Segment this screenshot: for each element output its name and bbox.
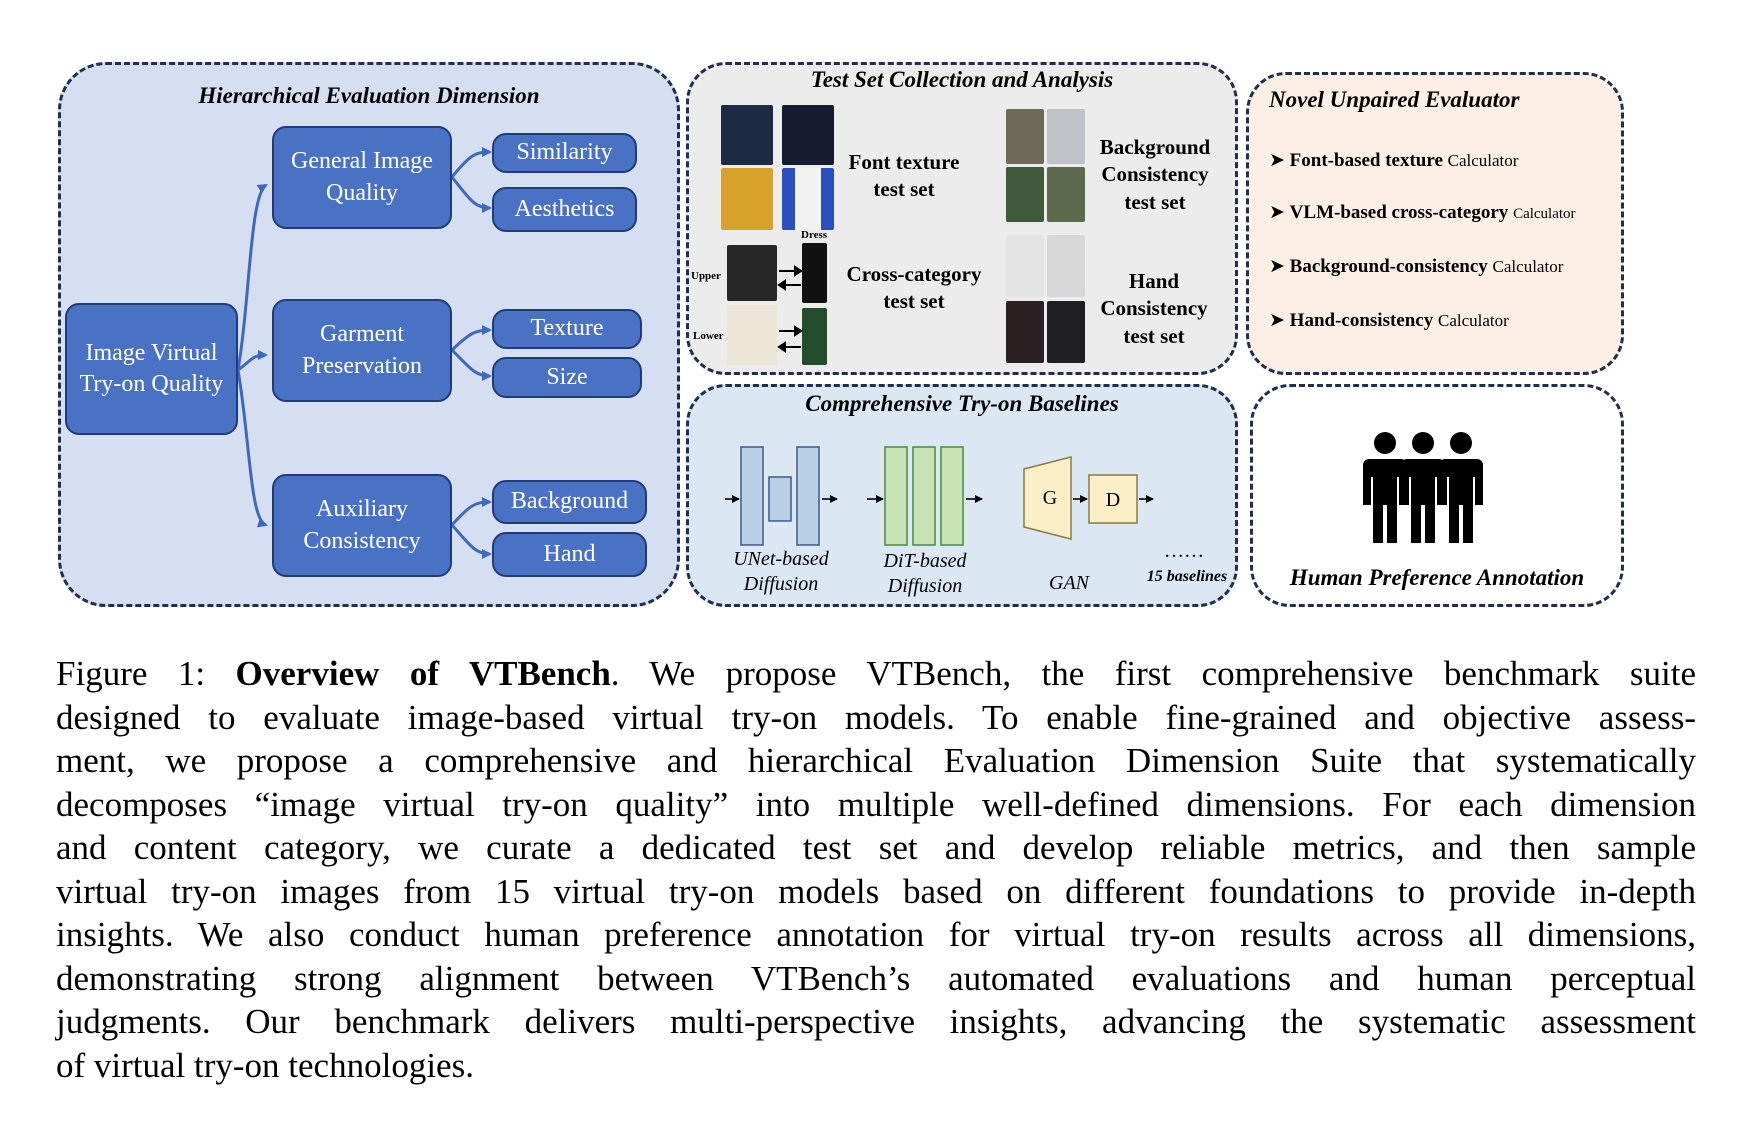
connector-general-aesthetics [450,176,492,213]
leaf-aesthetics: Aesthetics [492,187,637,232]
model-photo [1047,167,1085,222]
caption-line: and content category, we curate a dedica… [56,828,1696,867]
leaf-hand: Hand [492,532,647,577]
panel-title: Human Preference Annotation [1289,565,1585,590]
hand-photo [1047,235,1085,297]
evaluator-item: ➤ VLM-based cross-category Calculator [1269,202,1576,223]
leaf-texture: Texture [492,309,642,349]
tshirt-photo [782,105,834,165]
dress-label: Dress [801,229,828,241]
dit-label: DiT-based Diffusion [883,550,967,597]
unet-block [740,446,820,546]
dit-block [884,446,964,546]
panel-title: Hierarchical Evaluation Dimension [198,83,540,108]
sweater-photo [782,168,834,230]
figure-caption: Figure 1: Overview of VTBench. We propos… [56,652,1696,1087]
dress-photo [802,243,827,303]
figure-overview: Hierarchical Evaluation Dimension Image … [58,62,1624,607]
hand-photo [1006,301,1044,363]
sweater-photo [721,168,773,230]
root-box: Image Virtual Try-on Quality [65,303,238,435]
caption-line: insights. We also conduct human preferen… [56,915,1696,954]
group-garment-preservation: Garment Preservation [272,299,452,402]
model-photo [1047,109,1085,164]
dots-label: …… [1164,540,1204,562]
evaluator-item: ➤ Background-consistency Calculator [1269,256,1564,277]
root-label: Image Virtual Try-on Quality [79,339,224,397]
gan-label: GAN [1049,572,1089,594]
evaluator-item: ➤ Hand-consistency Calculator [1269,310,1509,331]
people-group-icon [1363,432,1483,543]
panel-title: Test Set Collection and Analysis [810,67,1114,92]
panel-baselines: Comprehensive Try-on Baselines [686,384,1238,607]
caption-line: virtual try-on images from 15 virtual tr… [56,871,1696,911]
upper-garment-photo [727,245,777,301]
caption-line: judgments. Our benchmark delivers multi-… [56,1002,1696,1041]
tshirt-photo [721,105,773,165]
model-photo [1006,109,1044,164]
caption-line: of virtual try-on technologies. [56,1045,474,1085]
leaf-background: Background [492,480,647,524]
overall-photo [802,308,827,365]
connector-root-auxiliary [236,369,268,528]
gan-d-label: D [1105,489,1121,511]
lower-garment-photo [727,305,777,365]
caption-prefix: Figure 1: [56,654,236,693]
caption-line: demonstrating strong alignment between V… [56,958,1696,998]
connector-aux-hand [450,523,492,559]
panel-title: Comprehensive Try-on Baselines [805,391,1119,416]
evaluator-item: ➤ Font-based texture Calculator [1269,150,1519,171]
group-general-quality: General Image Quality [272,126,452,229]
gan-block [1023,456,1138,540]
unet-label: UNet-based Diffusion [733,548,829,595]
cross-category-arrows [777,265,803,353]
panel-human-preference: Human Preference Annotation [1250,384,1624,607]
caption-bold-title: Overview of VTBench [235,654,611,693]
connector-root-general [236,183,268,371]
panel-test-set: Test Set Collection and Analysis Font te… [686,62,1238,375]
font-texture-label: Font texture test set [848,150,960,202]
baseline-diagram [725,446,1154,546]
lower-label: Lower [693,330,724,342]
background-consistency-label: Background Consistency test set [1099,135,1211,214]
hierarchy-connectors [236,147,492,559]
group-auxiliary-consistency: Auxiliary Consistency [272,474,452,577]
panel-title: Novel Unpaired Evaluator [1269,87,1520,112]
hand-consistency-label: Hand Consistency test set [1100,269,1208,348]
connector-garment-size [450,348,492,381]
leaf-similarity: Similarity [492,133,637,173]
connector-general-similarity [450,147,492,178]
leaf-size: Size [492,357,642,398]
connector-aux-background [450,497,492,527]
model-photo [1006,167,1044,222]
cross-category-label: Cross-category test set [846,262,982,314]
upper-label: Upper [691,270,721,282]
caption-line: ment, we propose a comprehensive and hie… [56,741,1696,780]
panel-evaluator: Novel Unpaired Evaluator ➤ Font-based te… [1246,72,1624,375]
caption-line: Figure 1: Overview of VTBench. We propos… [56,654,1696,693]
connector-garment-texture [450,325,492,352]
caption-line: designed to evaluate image-based virtual… [56,697,1696,737]
caption-line: decomposes “image virtual try-on quality… [56,784,1696,824]
gan-g-label: G [1042,487,1058,509]
hand-photo [1006,235,1044,297]
hand-photo [1047,301,1085,363]
baseline-count: 15 baselines [1146,568,1228,585]
connector-root-garment [237,350,268,372]
